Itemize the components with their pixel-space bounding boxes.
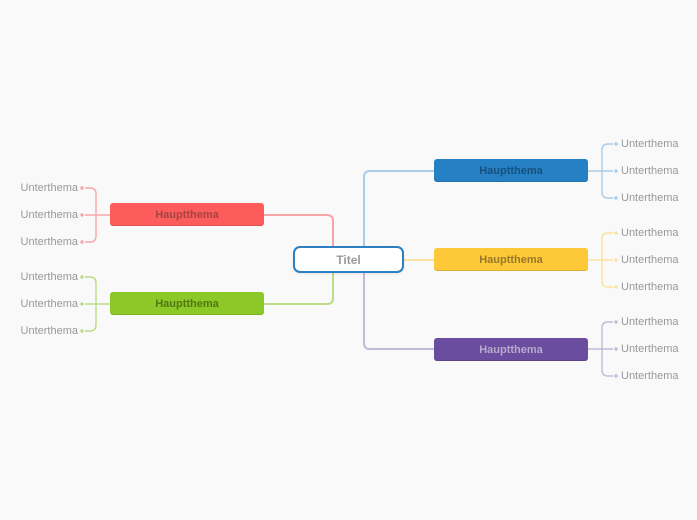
subtopic-blue-3[interactable]: Unterthema bbox=[621, 192, 679, 204]
blue-subtopic-dots bbox=[614, 142, 618, 200]
root-node[interactable]: Titel bbox=[293, 246, 404, 273]
subtopic-red-1[interactable]: Unterthema bbox=[20, 182, 78, 194]
green-subtopic-connectors bbox=[85, 276, 110, 332]
subtopic-purple-3[interactable]: Unterthema bbox=[621, 370, 679, 382]
blue-subtopic-connectors bbox=[588, 143, 613, 199]
main-topic-yellow[interactable]: Hauptthema bbox=[434, 248, 588, 271]
subtopic-purple-1[interactable]: Unterthema bbox=[621, 316, 679, 328]
subtopic-green-1[interactable]: Unterthema bbox=[20, 271, 78, 283]
subtopic-yellow-1[interactable]: Unterthema bbox=[621, 227, 679, 239]
red-subtopic-connectors bbox=[85, 187, 110, 243]
subtopic-red-3[interactable]: Unterthema bbox=[20, 236, 78, 248]
green-subtopic-dots bbox=[80, 275, 84, 333]
subtopic-purple-2[interactable]: Unterthema bbox=[621, 343, 679, 355]
subtopic-blue-2[interactable]: Unterthema bbox=[621, 165, 679, 177]
main-topic-blue[interactable]: Hauptthema bbox=[434, 159, 588, 182]
subtopic-yellow-3[interactable]: Unterthema bbox=[621, 281, 679, 293]
connector-root-to-blue bbox=[363, 170, 435, 247]
main-topic-purple[interactable]: Hauptthema bbox=[434, 338, 588, 361]
subtopic-red-2[interactable]: Unterthema bbox=[20, 209, 78, 221]
connector-root-to-purple bbox=[363, 271, 435, 350]
main-topic-green[interactable]: Hauptthema bbox=[110, 292, 264, 315]
subtopic-green-3[interactable]: Unterthema bbox=[20, 325, 78, 337]
yellow-subtopic-dots bbox=[614, 231, 618, 289]
purple-subtopic-dots bbox=[614, 320, 618, 378]
purple-subtopic-connectors bbox=[588, 321, 613, 377]
subtopic-yellow-2[interactable]: Unterthema bbox=[621, 254, 679, 266]
yellow-subtopic-connectors bbox=[588, 232, 613, 288]
main-topic-red[interactable]: Hauptthema bbox=[110, 203, 264, 226]
subtopic-blue-1[interactable]: Unterthema bbox=[621, 138, 679, 150]
subtopic-green-2[interactable]: Unterthema bbox=[20, 298, 78, 310]
connector-root-to-red bbox=[262, 214, 334, 247]
connector-root-to-green bbox=[262, 271, 334, 305]
red-subtopic-dots bbox=[80, 186, 84, 244]
